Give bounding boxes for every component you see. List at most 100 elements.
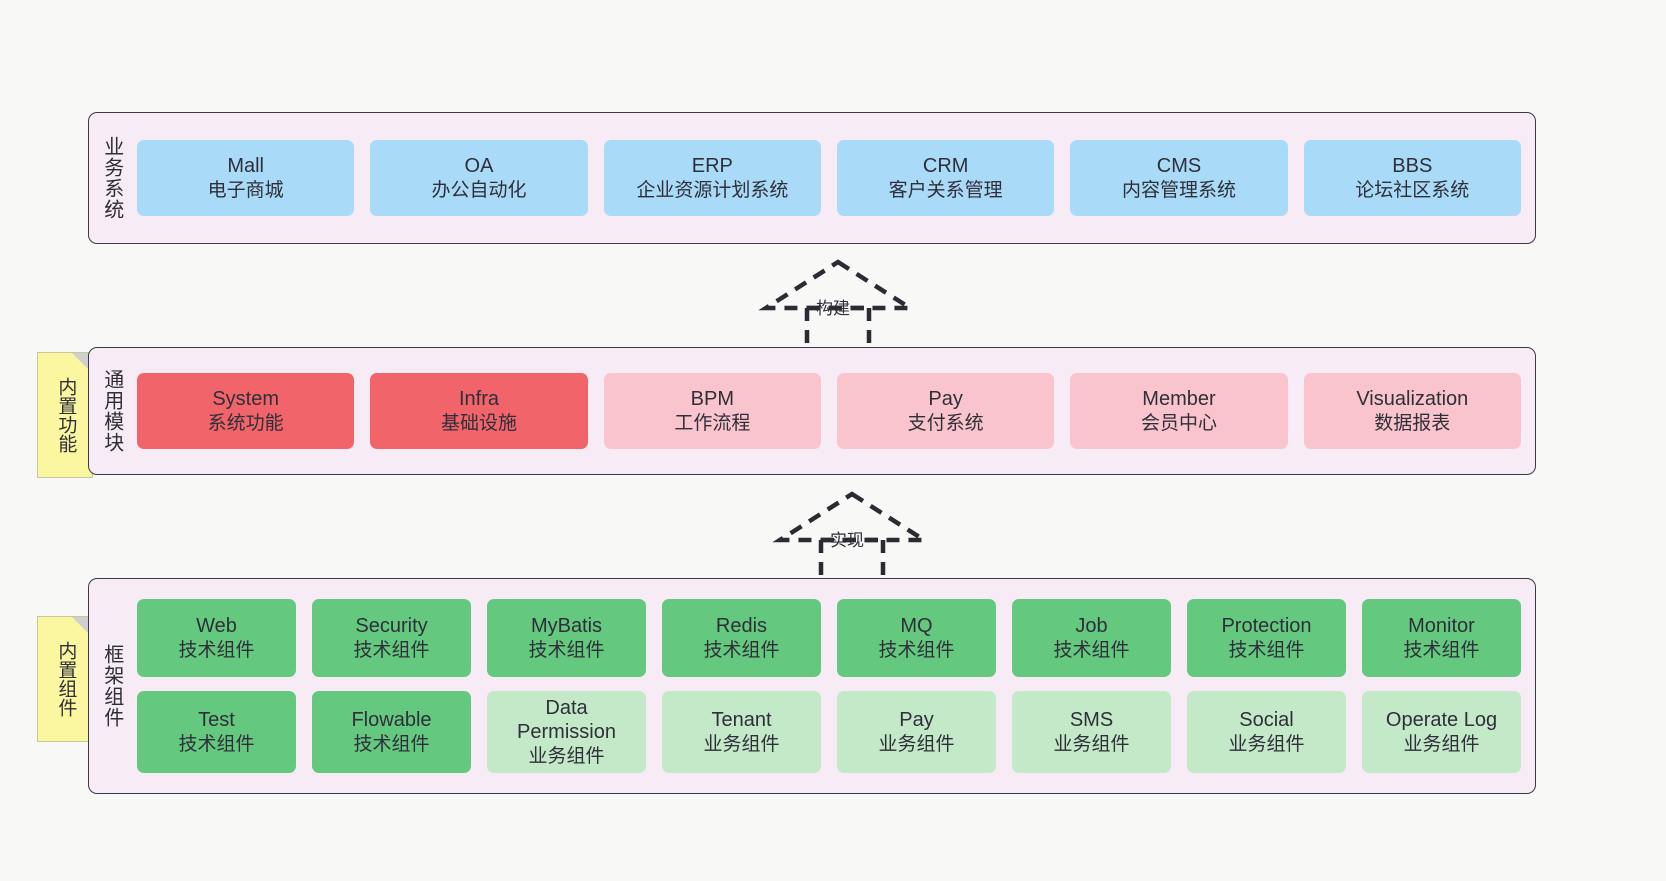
module-card[interactable]: Web 技术组件 [137,599,296,677]
module-subtitle: 业务组件 [528,745,605,767]
module-card[interactable]: Pay 支付系统 [836,373,1055,449]
module-subtitle: 技术组件 [178,733,255,755]
module-card[interactable]: Monitor 技术组件 [1362,599,1521,677]
layer-panel-common: 通用模块 System 系统功能 Infra 基础设施 BPM 工作流程 Pay… [88,347,1536,475]
module-name: Social [1239,709,1294,732]
layer-title-business: 业务系统 [100,136,123,220]
module-subtitle: 工作流程 [674,412,751,434]
module-card[interactable]: Flowable 技术组件 [312,691,471,773]
sticky-note-label: 内置功能 [55,377,77,453]
module-name: ERP [691,155,733,178]
module-name: Data Permission [517,697,616,744]
sticky-note-builtin-function: 内置功能 [37,352,93,478]
module-subtitle: 业务组件 [1053,733,1130,755]
module-card[interactable]: BBS 论坛社区系统 [1303,140,1521,216]
module-name: MyBatis [530,615,603,638]
connector-label-implement: 实现 [830,531,864,550]
module-subtitle: 技术组件 [703,639,780,661]
module-subtitle: 技术组件 [1228,639,1305,661]
module-name: Redis [715,615,768,638]
layer-title-framework: 框架组件 [100,644,123,728]
module-card[interactable]: Visualization 数据报表 [1303,373,1521,449]
layer-row: Web 技术组件 Security 技术组件 MyBatis 技术组件 Redi… [137,599,1521,677]
module-card[interactable]: Redis 技术组件 [662,599,821,677]
module-card[interactable]: Data Permission 业务组件 [487,691,646,773]
note-fold-icon [72,353,92,373]
module-subtitle: 技术组件 [1053,639,1130,661]
module-name: Member [1142,388,1216,411]
layer-body-business: Mall 电子商城 OA 办公自动化 ERP 企业资源计划系统 CRM 客户关系… [133,113,1535,243]
module-name: Operate Log [1385,709,1498,732]
layer-body-framework: Web 技术组件 Security 技术组件 MyBatis 技术组件 Redi… [133,579,1535,793]
module-card[interactable]: Protection 技术组件 [1187,599,1346,677]
layer-row: System 系统功能 Infra 基础设施 BPM 工作流程 Pay 支付系统… [137,373,1521,449]
module-subtitle: 论坛社区系统 [1355,179,1470,201]
module-name: Tenant [711,709,772,732]
module-name: OA [464,155,494,178]
note-fold-icon [72,617,92,637]
module-name: Monitor [1408,615,1475,638]
module-name: SMS [1069,709,1114,732]
module-subtitle: 支付系统 [907,412,984,434]
module-name: BBS [1392,155,1433,178]
module-name: Pay [928,388,963,411]
module-subtitle: 数据报表 [1374,412,1451,434]
module-card[interactable]: Operate Log 业务组件 [1362,691,1521,773]
sticky-note-label: 内置组件 [55,641,77,717]
module-subtitle: 企业资源计划系统 [636,179,789,201]
module-name: Security [355,615,428,638]
module-card[interactable]: Infra 基础设施 [370,373,588,449]
module-name: Web [196,615,237,638]
module-card[interactable]: OA 办公自动化 [370,140,588,216]
module-name: Protection [1221,615,1312,638]
module-subtitle: 业务组件 [878,733,955,755]
module-name: Visualization [1356,388,1469,411]
module-card[interactable]: Social 业务组件 [1187,691,1346,773]
module-name: CMS [1156,155,1202,178]
module-subtitle: 业务组件 [703,733,780,755]
module-card[interactable]: System 系统功能 [137,373,355,449]
module-card[interactable]: BPM 工作流程 [603,373,821,449]
module-name: Flowable [351,709,432,732]
module-card[interactable]: CRM 客户关系管理 [836,140,1055,216]
module-name: Pay [899,709,934,732]
layer-panel-business: 业务系统 Mall 电子商城 OA 办公自动化 ERP 企业资源计划系统 CRM… [88,112,1536,244]
layer-title-common: 通用模块 [100,369,123,453]
module-name: Mall [227,155,264,178]
module-name: Job [1075,615,1108,638]
module-card[interactable]: Mall 电子商城 [137,140,355,216]
connector-label-build: 构建 [816,299,850,318]
module-subtitle: 业务组件 [1228,733,1305,755]
layer-body-common: System 系统功能 Infra 基础设施 BPM 工作流程 Pay 支付系统… [133,348,1535,474]
layer-panel-framework: 框架组件 Web 技术组件 Security 技术组件 MyBatis 技术组件… [88,578,1536,794]
module-subtitle: 客户关系管理 [888,179,1003,201]
module-subtitle: 内容管理系统 [1121,179,1236,201]
module-card[interactable]: Security 技术组件 [312,599,471,677]
module-card[interactable]: Tenant 业务组件 [662,691,821,773]
sticky-note-builtin-component: 内置组件 [37,616,93,742]
module-card[interactable]: Member 会员中心 [1070,373,1288,449]
module-card[interactable]: Pay 业务组件 [837,691,996,773]
connector-build: 构建 [758,258,918,350]
module-card[interactable]: ERP 企业资源计划系统 [603,140,821,216]
module-subtitle: 技术组件 [878,639,955,661]
module-card[interactable]: Test 技术组件 [137,691,296,773]
connector-implement: 实现 [772,490,932,582]
module-name: BPM [690,388,734,411]
module-card[interactable]: SMS 业务组件 [1012,691,1171,773]
layer-row: Mall 电子商城 OA 办公自动化 ERP 企业资源计划系统 CRM 客户关系… [137,140,1521,216]
module-subtitle: 技术组件 [178,639,255,661]
module-card[interactable]: MyBatis 技术组件 [487,599,646,677]
module-card[interactable]: MQ 技术组件 [837,599,996,677]
module-subtitle: 技术组件 [528,639,605,661]
module-subtitle: 业务组件 [1403,733,1480,755]
module-name: Infra [458,388,499,411]
module-name: MQ [900,615,933,638]
module-subtitle: 基础设施 [440,412,517,434]
module-subtitle: 电子商城 [207,179,284,201]
module-card[interactable]: CMS 内容管理系统 [1070,140,1288,216]
module-subtitle: 技术组件 [353,733,430,755]
module-card[interactable]: Job 技术组件 [1012,599,1171,677]
module-subtitle: 会员中心 [1140,412,1217,434]
